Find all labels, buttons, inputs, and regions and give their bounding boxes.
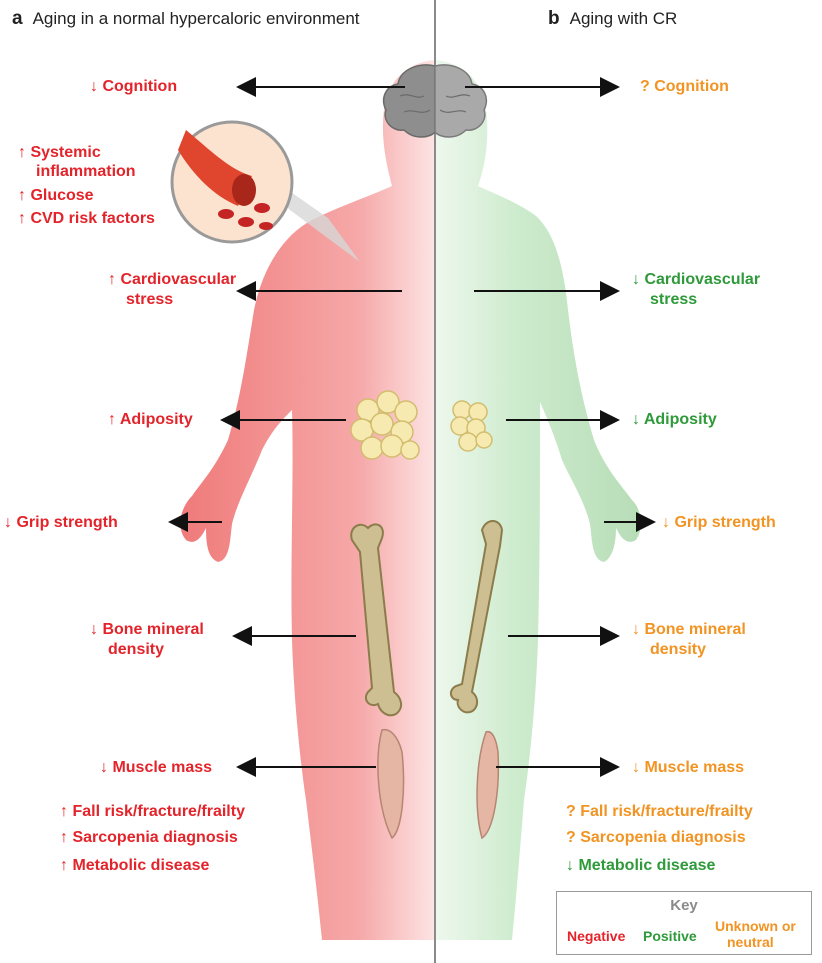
right-bone-label: ↓ Bone mineral — [632, 620, 746, 640]
brain-icon — [384, 65, 487, 137]
right-muscle-label: ↓ Muscle mass — [632, 758, 744, 778]
key-title: Key — [557, 897, 811, 914]
left-inflammation-label: inflammation — [36, 162, 136, 182]
left-cognition-label: ↓ Cognition — [90, 77, 177, 97]
key-negative: Negative — [567, 928, 625, 944]
key-unknown: Unknown or — [715, 918, 796, 934]
right-metabolic-label: ↓ Metabolic disease — [566, 856, 715, 876]
left-muscle-label: ↓ Muscle mass — [100, 758, 212, 778]
panel-a-header: a Aging in a normal hypercaloric environm… — [12, 8, 360, 30]
left-bone-label: ↓ Bone mineral — [90, 620, 204, 640]
left-cvd-risk-label: ↑ CVD risk factors — [18, 209, 155, 229]
right-cardio-label: ↓ Cardiovascular — [632, 270, 760, 290]
left-cardio-stress-label: stress — [126, 290, 173, 310]
panel-a-letter: a — [12, 8, 23, 29]
panel-b-header: b Aging with CR — [548, 8, 677, 30]
panel-b-letter: b — [548, 8, 560, 29]
right-sarcopenia-label: ? Sarcopenia diagnosis — [566, 828, 746, 848]
key-positive: Positive — [643, 928, 697, 944]
left-metabolic-label: ↑ Metabolic disease — [60, 856, 209, 876]
panel-b-title: Aging with CR — [570, 9, 678, 28]
blood-vessel-magnifier-icon — [172, 122, 360, 262]
key-neutral: neutral — [727, 934, 774, 950]
fat-cells-left-icon — [351, 391, 419, 459]
left-bone-density-label: density — [108, 640, 164, 660]
left-glucose-label: ↑ Glucose — [18, 186, 94, 206]
right-cardio-stress-label: stress — [650, 290, 697, 310]
panel-a-title: Aging in a normal hypercaloric environme… — [33, 9, 360, 28]
right-adiposity-label: ↓ Adiposity — [632, 410, 717, 430]
right-cognition-label: ? Cognition — [640, 77, 729, 97]
right-bone-density-label: density — [650, 640, 706, 660]
left-adiposity-label: ↑ Adiposity — [108, 410, 193, 430]
left-fall-label: ↑ Fall risk/fracture/frailty — [60, 802, 245, 822]
left-systemic-label: ↑ Systemic — [18, 143, 101, 163]
right-fall-label: ? Fall risk/fracture/frailty — [566, 802, 753, 822]
legend-key: Key Negative Positive Unknown or neutral — [556, 891, 812, 955]
right-grip-label: ↓ Grip strength — [662, 513, 776, 533]
left-grip-label: ↓ Grip strength — [4, 513, 118, 533]
left-cardio-label: ↑ Cardiovascular — [108, 270, 236, 290]
left-sarcopenia-label: ↑ Sarcopenia diagnosis — [60, 828, 238, 848]
